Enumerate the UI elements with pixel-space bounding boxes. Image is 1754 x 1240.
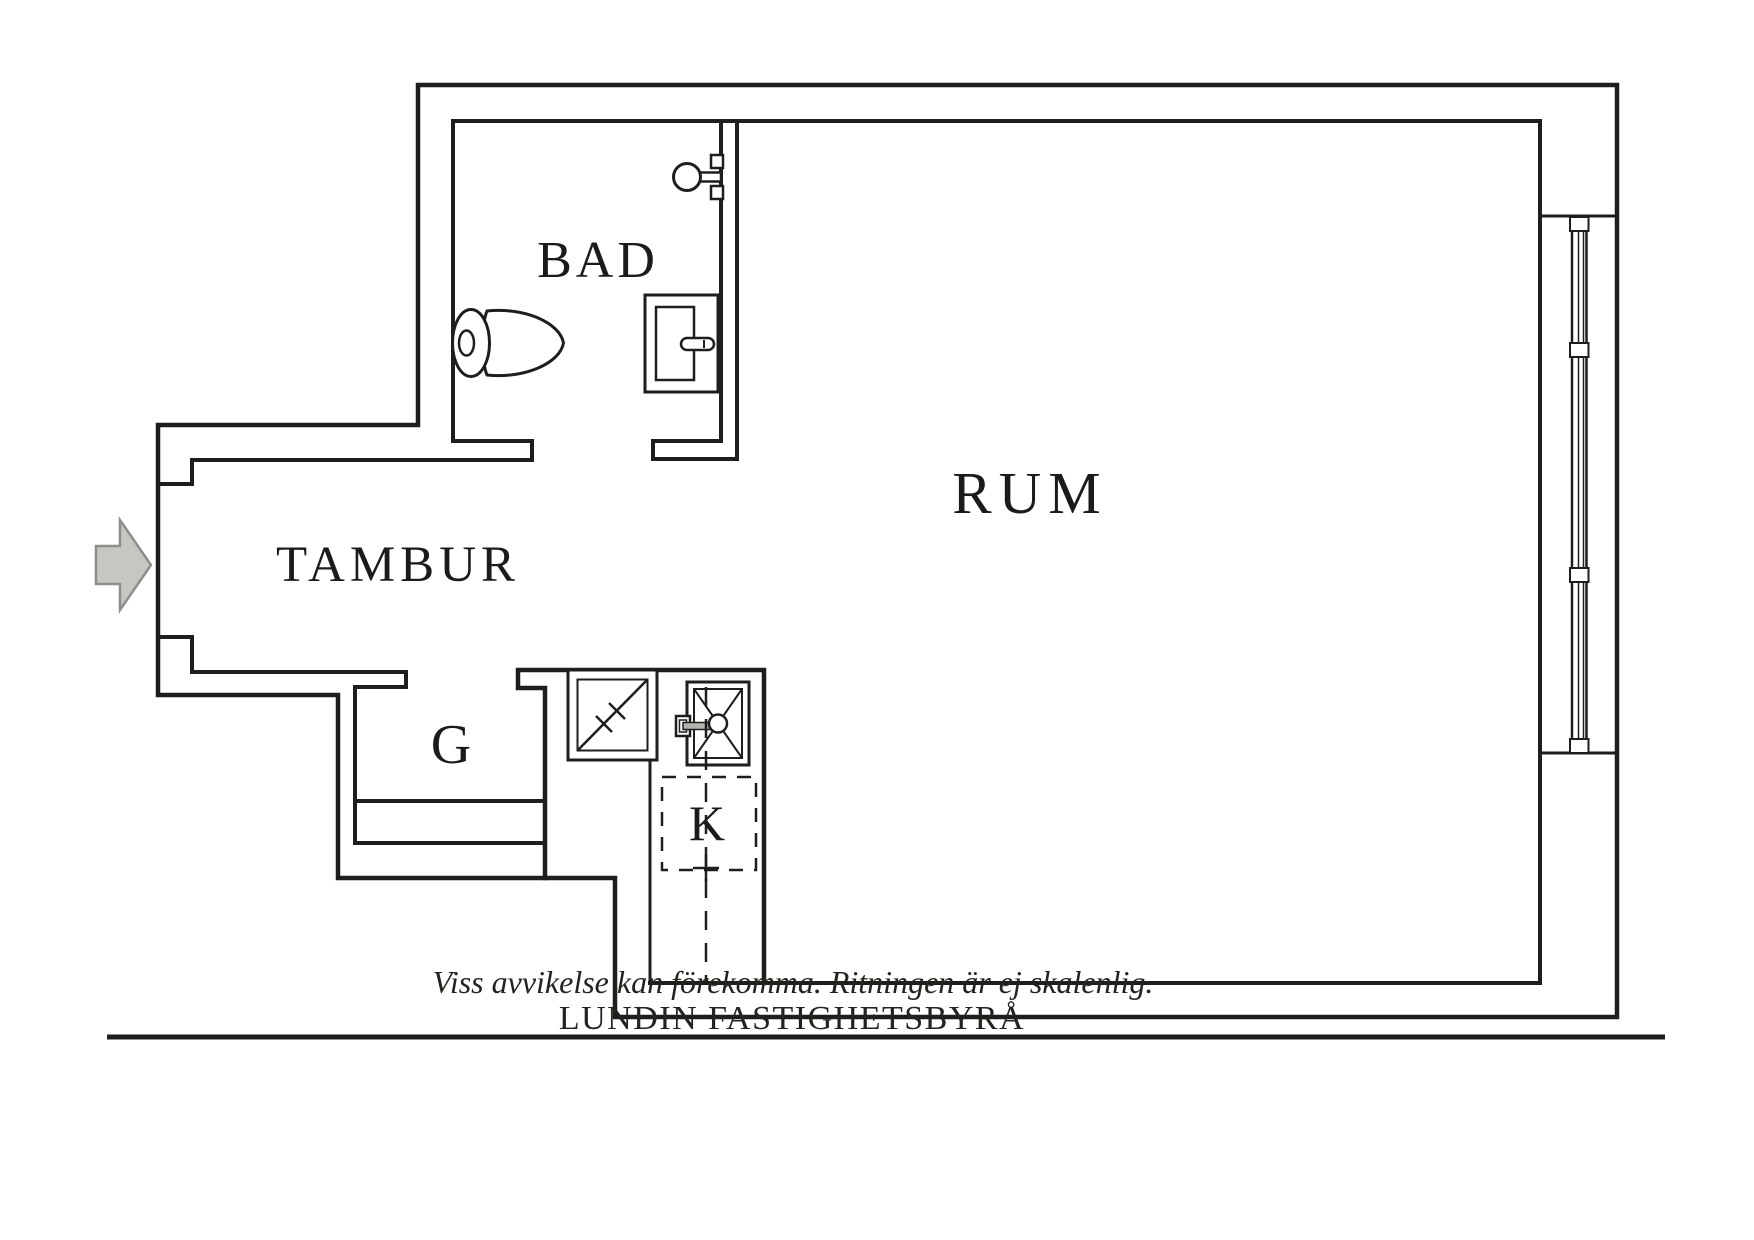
mixer-stem <box>697 171 723 183</box>
mixer-head <box>672 162 702 192</box>
outer-wall <box>155 82 1620 1020</box>
bathroom-rum-divider <box>651 119 739 461</box>
stove-icon <box>674 680 751 767</box>
window-rail-top <box>1569 216 1590 232</box>
shower-mixer-icon <box>672 153 725 201</box>
window <box>1569 216 1590 754</box>
inner-wall-main <box>451 119 1542 985</box>
mixer-handle-1 <box>709 153 725 170</box>
kitchen-unit-diagonal <box>576 678 649 752</box>
room-label-wardrobe: G <box>431 714 471 776</box>
kitchen-dashed-unit <box>660 687 758 981</box>
walls <box>155 82 1620 1020</box>
room-label-bathroom: BAD <box>537 232 659 289</box>
window-rail-mid-1 <box>1569 342 1590 358</box>
room-label-main-room: RUM <box>952 460 1107 526</box>
window-rail-mid-2 <box>1569 567 1590 583</box>
mixer-handle-2 <box>709 184 725 201</box>
room-label-kitchenette: K <box>689 795 725 851</box>
window-rail-bottom <box>1569 738 1590 754</box>
room-label-hallway: TAMBUR <box>276 537 520 593</box>
entrance-arrow-icon <box>94 515 153 615</box>
dashed-appliance-box <box>660 775 758 872</box>
sink-faucet <box>679 336 716 352</box>
toilet-icon <box>451 308 566 378</box>
kitchen-unit-icon <box>566 668 659 762</box>
kitchen-unit-inner <box>576 678 649 752</box>
toilet-bowl <box>481 308 566 378</box>
toilet-button <box>457 329 476 357</box>
footer-agency: LUNDIN FASTIGHETSBYRÅ <box>559 1000 1025 1037</box>
stove-faucet-end <box>707 713 729 734</box>
footer-disclaimer: Viss avvikelse kan förekomma. Ritningen … <box>433 964 1154 1000</box>
tambur-wardrobe-walls <box>156 439 547 845</box>
bathroom-sink-icon <box>643 293 720 394</box>
kitchen-unit-tick-1 <box>595 715 613 733</box>
kitchen-unit-tick-2 <box>608 702 626 720</box>
